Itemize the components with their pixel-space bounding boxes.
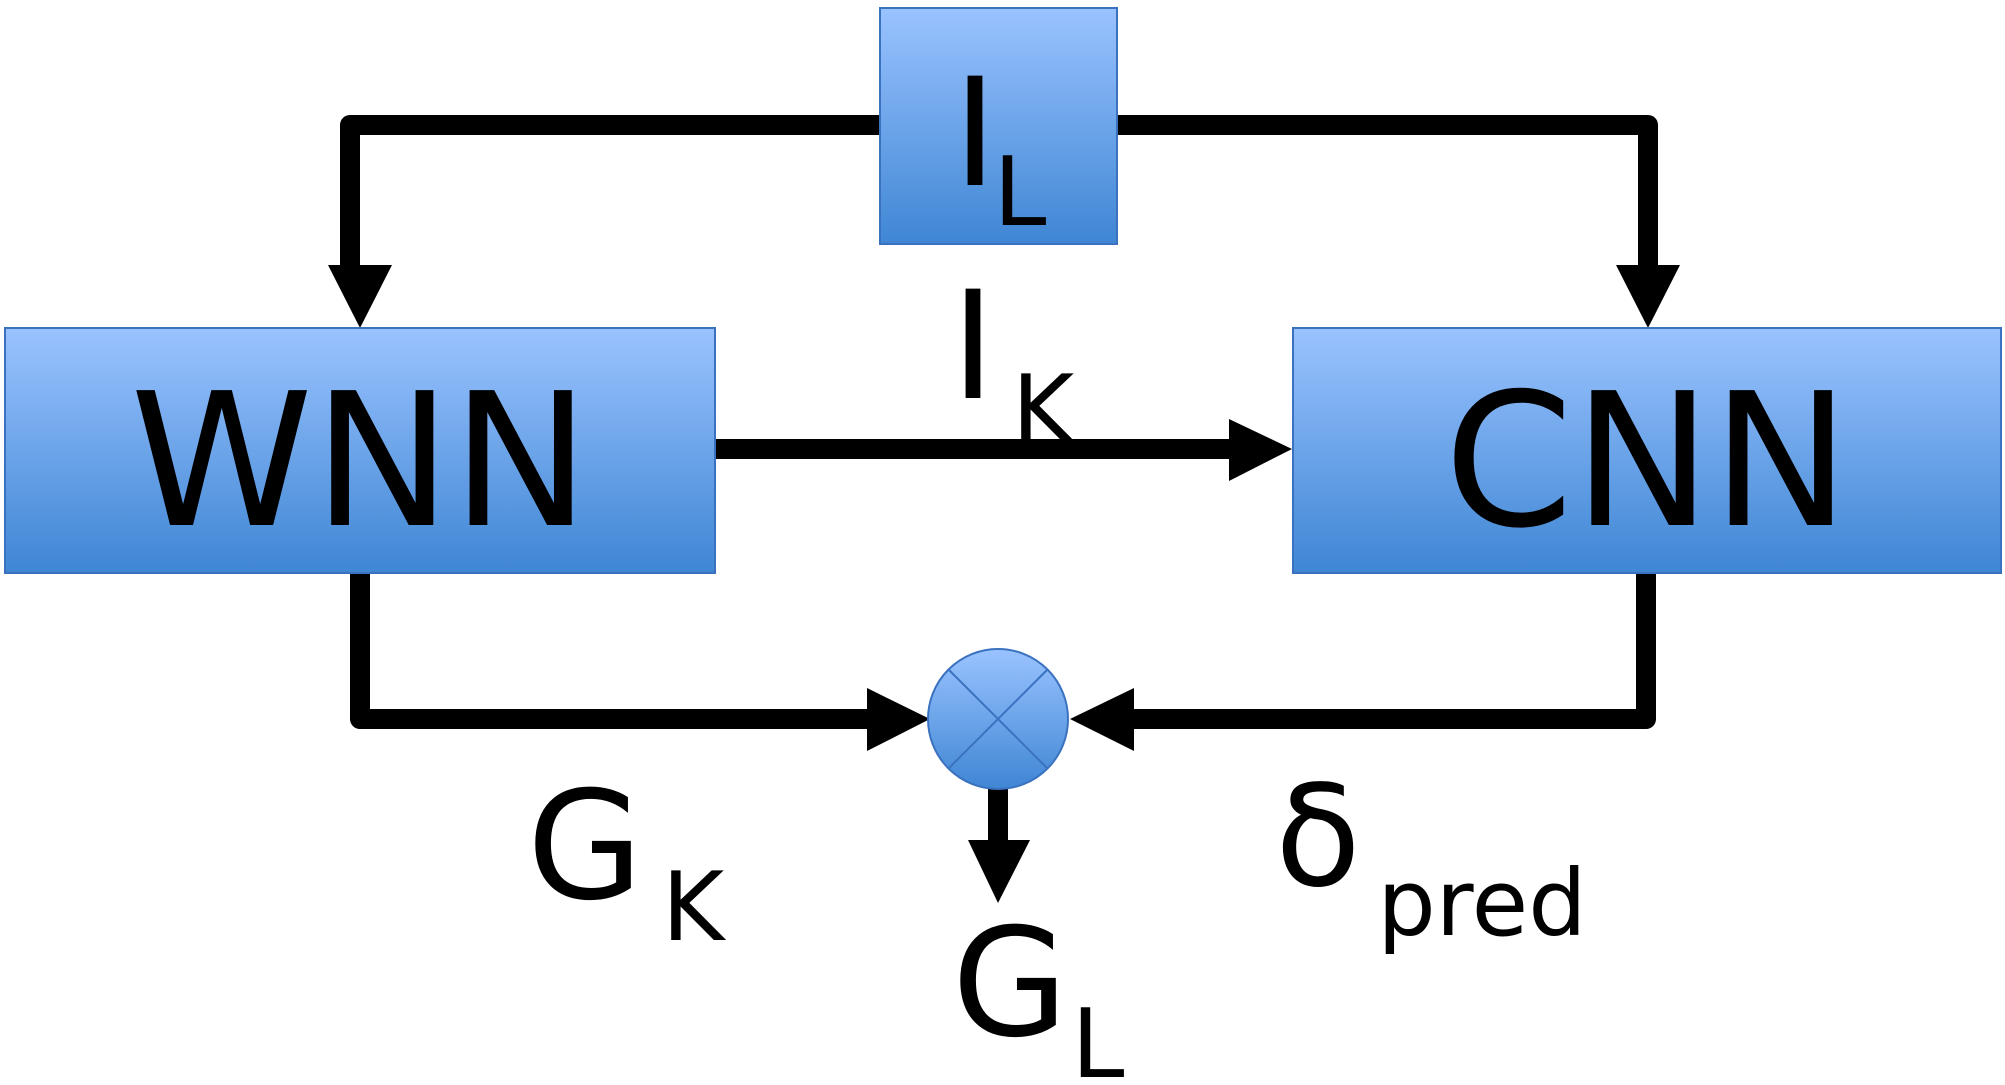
- delta-label-sub: pred: [1377, 850, 1586, 957]
- arrowhead-output: [968, 840, 1030, 903]
- arrowhead-wnn-to-cnn: [1229, 419, 1292, 481]
- edge-input-to-cnn: [1107, 115, 1658, 280]
- ik-label-sub: K: [1012, 356, 1077, 466]
- gl-label-main: G: [952, 897, 1068, 1071]
- edge-wnn-to-combiner: [350, 563, 885, 729]
- wnn-box: [4, 327, 716, 574]
- input-label-main: I: [953, 47, 997, 221]
- combiner-cross-line-2: [947, 668, 1049, 770]
- delta-label-main: δ: [1275, 756, 1361, 919]
- cnn-box: [1292, 327, 2002, 574]
- edge-input-to-wnn: [340, 115, 890, 280]
- arrowhead-combiner-left: [867, 688, 930, 751]
- connectors: [340, 115, 1658, 853]
- input-box: [879, 7, 1118, 245]
- input-label: I: [953, 47, 997, 221]
- gl-label-sub: L: [1072, 990, 1125, 1085]
- arrowheads: [328, 265, 1680, 903]
- input-label-sub: L: [994, 138, 1047, 248]
- arrowhead-cnn: [1616, 265, 1680, 328]
- wnn-label: WNN: [130, 353, 590, 569]
- arrowhead-wnn: [328, 265, 392, 328]
- combiner-node: [927, 648, 1069, 790]
- cnn-label: CNN: [1444, 353, 1850, 569]
- edge-cnn-to-combiner: [1120, 563, 1656, 729]
- arrowhead-combiner-right: [1070, 688, 1134, 751]
- gk-label-main: G: [527, 760, 643, 934]
- gk-label-sub: K: [662, 853, 727, 963]
- ik-label-main: I: [951, 260, 995, 434]
